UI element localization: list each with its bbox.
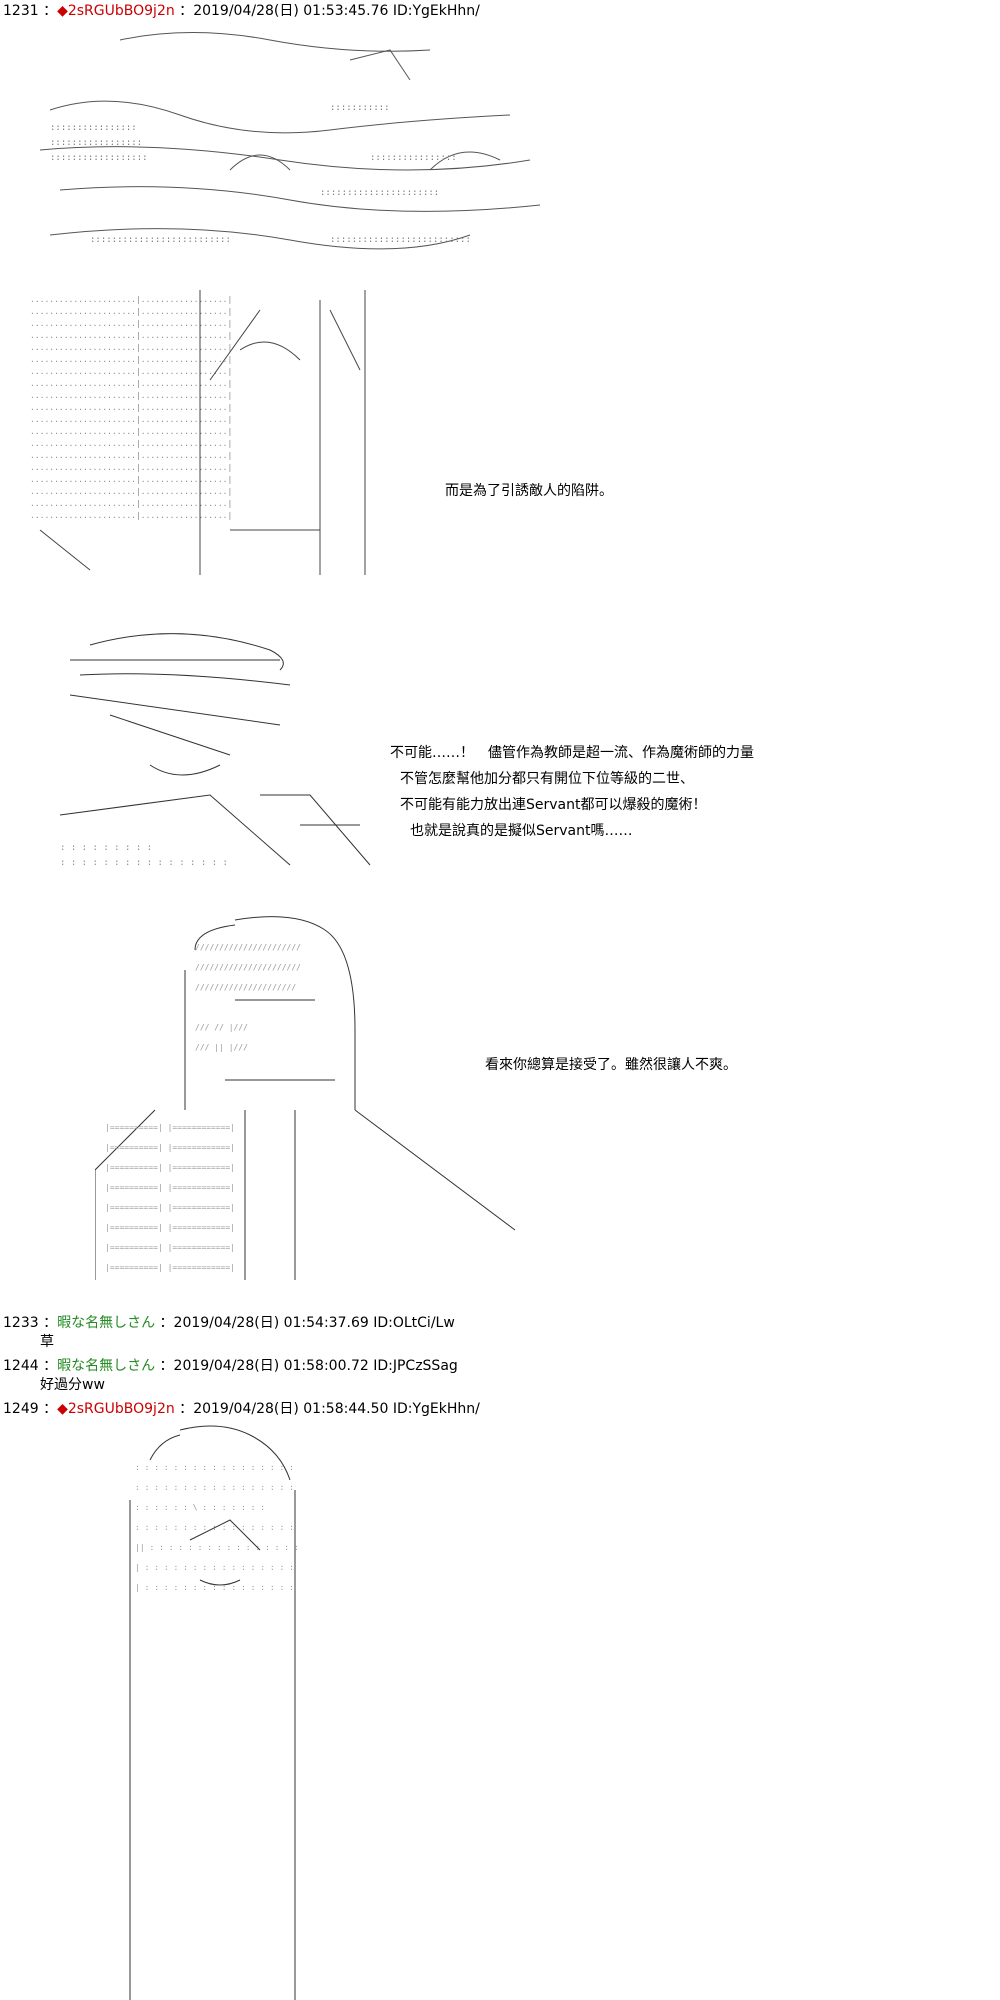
svg-text:......................|.......: ......................|.................… [30,439,232,448]
post-id[interactable]: ID:YgEkHhn/ [392,3,480,19]
ascii-art-hat-character-drawing: : : : : : : : : : : : : : : : : : : : : … [59,633,371,868]
svg-text:......................|.......: ......................|.................… [30,487,232,496]
svg-text::::::::::::::::::: ::::::::::::::::: [50,138,142,148]
svg-text:......................|.......: ......................|.................… [30,367,232,376]
svg-text:......................|.......: ......................|.................… [30,511,232,520]
svg-text:......................|.......: ......................|.................… [30,379,232,388]
svg-text:|==========| |==========: |==========| |============| [105,1143,235,1152]
svg-text:/// // |///: /// // |/// [195,1023,248,1032]
svg-text:::::::::::::::::: :::::::::::::::: [370,153,457,163]
svg-text:/// || |///: /// || |/// [195,1043,248,1052]
svg-text:......................|.......: ......................|.................… [30,307,232,316]
svg-text:::::::::::::::::::::::::::: :::::::::::::::::::::::::: [90,235,231,245]
svg-text://////////////////////: ////////////////////// [195,943,301,952]
svg-text:......................|.......: ......................|.................… [30,427,232,436]
post-datetime: 2019/04/28(日) 01:58:00.72 [173,1358,369,1374]
post-header-1231: 1231 ：◆2sRGUbBO9j2n ：2019/04/28(日) 01:53… [3,3,480,19]
svg-text::::::::::::: ::::::::::: [330,103,390,113]
post-name[interactable]: 暇な名無しさん [57,1358,156,1374]
ascii-art-bottom-character-drawing: : : : : : : : : : : : : : : : : : : : : … [129,1425,299,2000]
post-datetime: 2019/04/28(日) 01:58:44.50 [193,1401,389,1417]
post-trip[interactable]: ◆2sRGUbBO9j2n [57,3,175,19]
svg-text:::::::::::::::::::: :::::::::::::::::: [50,153,148,163]
svg-text://////////////////////: ////////////////////// [195,963,301,972]
svg-text:: : : : : : : : : : : : : : :: : : : : : : : : : : : : : : : : : [135,1523,294,1532]
svg-text:......................|.......: ......................|.................… [30,475,232,484]
svg-text:......................|.......: ......................|.................… [30,463,232,472]
ascii-art-hat-character: : : : : : : : : : : : : : : : : : : : : … [30,615,380,875]
ascii-art-long-hair-character-drawing: |==========| |============| |==========|… [95,916,516,1280]
svg-text:......................|.......: ......................|.................… [30,355,232,364]
svg-text:|==========| |==========: |==========| |============| [105,1163,235,1172]
svg-text://///////////////////: ///////////////////// [195,983,296,992]
caption-1: 而是為了引誘敵人的陷阱。 [445,483,613,499]
svg-text:......................|.......: ......................|.................… [30,451,232,460]
svg-text:: : : : : : : : :: : : : : : : : : : [60,843,152,853]
ascii-art-long-hair-character: |==========| |============| |==========|… [95,910,525,1290]
post-number: 1233 [3,1315,39,1331]
svg-text:|==========| |==========: |==========| |============| [105,1183,235,1192]
svg-text:......................|.......: ......................|.................… [30,319,232,328]
post-header-1249: 1249 ：◆2sRGUbBO9j2n ：2019/04/28(日) 01:58… [3,1401,480,1417]
ascii-art-explosion-drawing: :::::::::::::::: ::::::::::::::::: :::::… [39,32,541,250]
post-number: 1249 [3,1401,39,1417]
svg-text:|==========| |==========: |==========| |============| [105,1203,235,1212]
svg-text:......................|.......: ......................|.................… [30,295,232,304]
post-trip[interactable]: ◆2sRGUbBO9j2n [57,1401,175,1417]
svg-text:::::::::::::::::: :::::::::::::::: [50,123,137,133]
ascii-art-doorway-drawing: ......................|.................… [30,290,366,575]
svg-text:......................|.......: ......................|.................… [30,403,232,412]
caption-2: 不可能……！ 儘管作為教師是超一流、作為魔術師的力量 不管怎麼幫他加分都只有開位… [390,745,754,839]
svg-text:|| : : : : : : : : : : : : : :: || : : : : : : : : : : : : : : : : [135,1543,299,1552]
post-id[interactable]: ID:JPCzSSag [373,1358,458,1374]
post-header-1244: 1244 ：暇な名無しさん ：2019/04/28(日) 01:58:00.72… [3,1358,458,1374]
svg-text:: : : : : : : : : : : : : : :: : : : : : : : : : : : : : : : : : [135,1483,294,1492]
caption-3: 看來你總算是接受了。雖然很讓人不爽。 [485,1057,737,1073]
post-datetime: 2019/04/28(日) 01:54:37.69 [173,1315,369,1331]
ascii-art-bottom-character: : : : : : : : : : : : : : : : : : : : : … [110,1420,310,2000]
post-header-1233: 1233 ：暇な名無しさん ：2019/04/28(日) 01:54:37.69… [3,1315,455,1331]
svg-text:::::::::::::::::::::::::::: :::::::::::::::::::::::::: [330,235,471,245]
post-number: 1244 [3,1358,39,1374]
svg-text:: : : : : : : : : : : : : : :: : : : : : : : : : : : : : : : : : [135,1463,294,1472]
svg-text:|==========| |==========: |==========| |============| [105,1263,235,1272]
svg-text:......................|.......: ......................|.................… [30,343,232,352]
svg-text:|==========| |==========: |==========| |============| [105,1223,235,1232]
svg-text:::::::::::::::::::::::: :::::::::::::::::::::: [320,188,439,198]
post-body-1244: 好過分ww [40,1377,105,1393]
svg-text:|==========| |==========: |==========| |============| [105,1123,235,1132]
svg-text:......................|.......: ......................|.................… [30,391,232,400]
post-datetime: 2019/04/28(日) 01:53:45.76 [193,3,389,19]
post-id[interactable]: ID:OLtCi/Lw [373,1315,455,1331]
ascii-art-explosion: :::::::::::::::: ::::::::::::::::: :::::… [30,20,550,260]
svg-text:| : : : : : : : : : : : : : :: | : : : : : : : : : : : : : : : : [135,1583,294,1592]
svg-text:......................|.......: ......................|.................… [30,331,232,340]
post-body-1233: 草 [40,1334,54,1350]
post-id[interactable]: ID:YgEkHhn/ [392,1401,480,1417]
post-number: 1231 [3,3,39,19]
svg-text:......................|.......: ......................|.................… [30,415,232,424]
svg-text:| : : : : : : : : : : : : : :: | : : : : : : : : : : : : : : : : [135,1563,294,1572]
ascii-art-doorway: ......................|.................… [30,290,410,580]
svg-text:......................|.......: ......................|.................… [30,499,232,508]
svg-text:: : : : : : : : : : : : : : :: : : : : : : : : : : : : : : : : [60,858,228,868]
svg-text:: : : : : : \ : : : : : : :: : : : : : : \ : : : : : : : [135,1503,265,1512]
svg-text:|==========| |==========: |==========| |============| [105,1243,235,1252]
post-name[interactable]: 暇な名無しさん [57,1315,156,1331]
